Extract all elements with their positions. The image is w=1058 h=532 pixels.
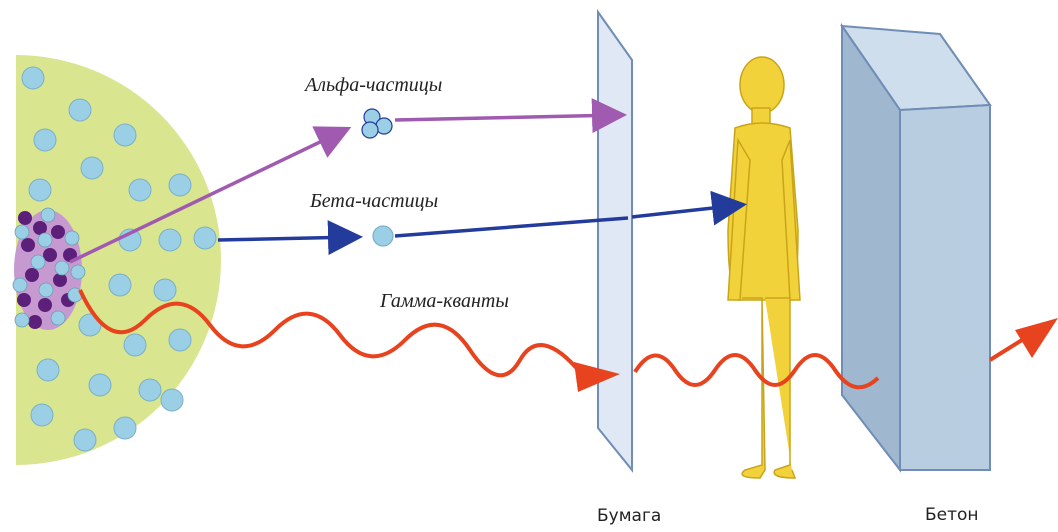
alpha-label: Альфа-частицы xyxy=(305,74,442,97)
paper-sheet xyxy=(598,12,632,470)
beta-particle-icon xyxy=(373,226,393,246)
beta-label: Бета-частицы xyxy=(310,190,438,213)
beta-ray xyxy=(218,205,740,246)
concrete-label: Бетон xyxy=(925,505,979,525)
concrete-block xyxy=(842,26,990,470)
paper-label: Бумага xyxy=(597,506,661,526)
gamma-label: Гамма-кванты xyxy=(380,290,509,313)
radiation-source xyxy=(13,55,221,465)
human-figure-icon xyxy=(728,57,800,478)
alpha-particle-icon xyxy=(362,109,392,138)
